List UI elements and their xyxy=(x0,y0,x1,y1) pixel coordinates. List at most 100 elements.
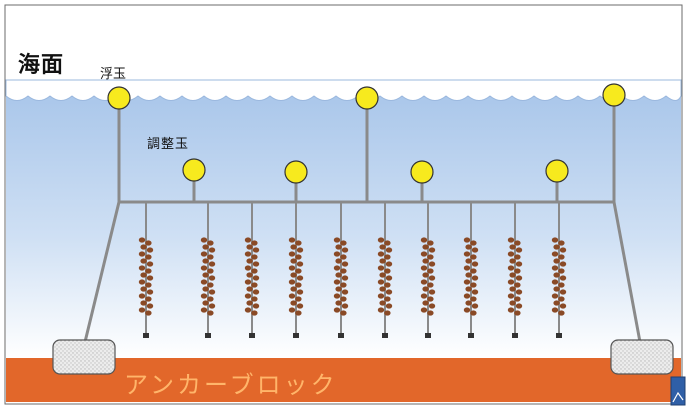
oyster xyxy=(244,265,252,271)
oyster xyxy=(244,237,252,243)
oyster xyxy=(200,237,208,243)
oyster xyxy=(385,303,393,309)
oyster xyxy=(553,258,560,264)
oyster xyxy=(553,244,560,250)
oyster xyxy=(333,307,341,313)
oyster xyxy=(553,272,560,278)
oyster xyxy=(252,275,260,281)
oyster xyxy=(246,272,253,278)
oyster xyxy=(244,279,252,285)
oyster xyxy=(138,237,146,243)
anchor-block-right xyxy=(610,339,674,375)
sea-surface-wave xyxy=(5,79,682,101)
oyster xyxy=(146,289,154,295)
corner-mark-arrow-icon xyxy=(672,391,684,403)
oyster xyxy=(558,296,565,302)
oyster xyxy=(340,240,347,246)
oyster xyxy=(379,258,386,264)
oyster xyxy=(551,279,559,285)
adjust-float xyxy=(182,158,206,182)
oyster xyxy=(333,293,341,299)
oyster xyxy=(428,289,436,295)
oyster xyxy=(145,296,152,302)
oyster xyxy=(333,251,341,257)
main-floats xyxy=(107,83,626,110)
oyster xyxy=(340,268,347,274)
oyster xyxy=(558,310,565,316)
oyster xyxy=(244,293,252,299)
line-weight xyxy=(468,333,474,338)
oyster xyxy=(515,275,523,281)
oyster xyxy=(385,289,393,295)
oyster xyxy=(296,261,304,267)
line-weight xyxy=(382,333,388,338)
line-weight xyxy=(512,333,518,338)
oyster xyxy=(471,261,479,267)
oyster xyxy=(202,272,209,278)
oyster xyxy=(507,293,515,299)
hanging-line xyxy=(333,203,349,338)
oyster xyxy=(340,254,347,260)
oyster xyxy=(138,307,146,313)
oyster xyxy=(341,261,349,267)
oyster xyxy=(208,275,216,281)
oyster xyxy=(140,272,147,278)
oyster xyxy=(340,296,347,302)
oyster xyxy=(422,272,429,278)
oyster xyxy=(207,310,214,316)
hanging-line xyxy=(377,203,393,338)
oyster xyxy=(379,286,386,292)
adjust-floats xyxy=(182,158,569,184)
oyster xyxy=(463,251,471,257)
oyster xyxy=(463,307,471,313)
oyster xyxy=(551,307,559,313)
oyster xyxy=(140,244,147,250)
oyster xyxy=(384,282,391,288)
oyster xyxy=(290,258,297,264)
adjust-float xyxy=(284,160,308,184)
oyster xyxy=(379,272,386,278)
hanging-line xyxy=(138,203,154,338)
oyster xyxy=(428,247,436,253)
oyster xyxy=(465,286,472,292)
oyster xyxy=(377,307,385,313)
line-weight xyxy=(425,333,431,338)
oyster xyxy=(559,303,567,309)
oyster xyxy=(207,268,214,274)
oyster xyxy=(200,293,208,299)
oyster xyxy=(202,244,209,250)
oyster xyxy=(422,244,429,250)
oyster xyxy=(207,240,214,246)
oyster xyxy=(290,300,297,306)
adjust-float xyxy=(545,159,569,183)
oyster xyxy=(463,265,471,271)
oyster xyxy=(208,261,216,267)
oyster xyxy=(288,293,296,299)
oyster xyxy=(427,310,434,316)
oyster xyxy=(507,237,515,243)
oyster xyxy=(509,258,516,264)
oyster xyxy=(384,268,391,274)
oyster xyxy=(420,251,428,257)
oyster xyxy=(138,279,146,285)
oyster xyxy=(427,282,434,288)
oyster xyxy=(465,272,472,278)
oyster xyxy=(377,293,385,299)
main-float xyxy=(107,86,131,110)
hanging-line xyxy=(551,203,567,338)
oyster xyxy=(379,244,386,250)
line-weight xyxy=(338,333,344,338)
sea-water xyxy=(6,90,681,358)
oyster xyxy=(384,310,391,316)
oyster xyxy=(384,296,391,302)
oyster xyxy=(145,282,152,288)
oyster xyxy=(509,244,516,250)
oyster xyxy=(514,268,521,274)
oyster xyxy=(146,303,154,309)
oyster xyxy=(333,237,341,243)
anchor-rope-right xyxy=(612,200,642,344)
oyster xyxy=(420,237,428,243)
oyster xyxy=(340,310,347,316)
oyster xyxy=(514,240,521,246)
oyster xyxy=(295,240,302,246)
